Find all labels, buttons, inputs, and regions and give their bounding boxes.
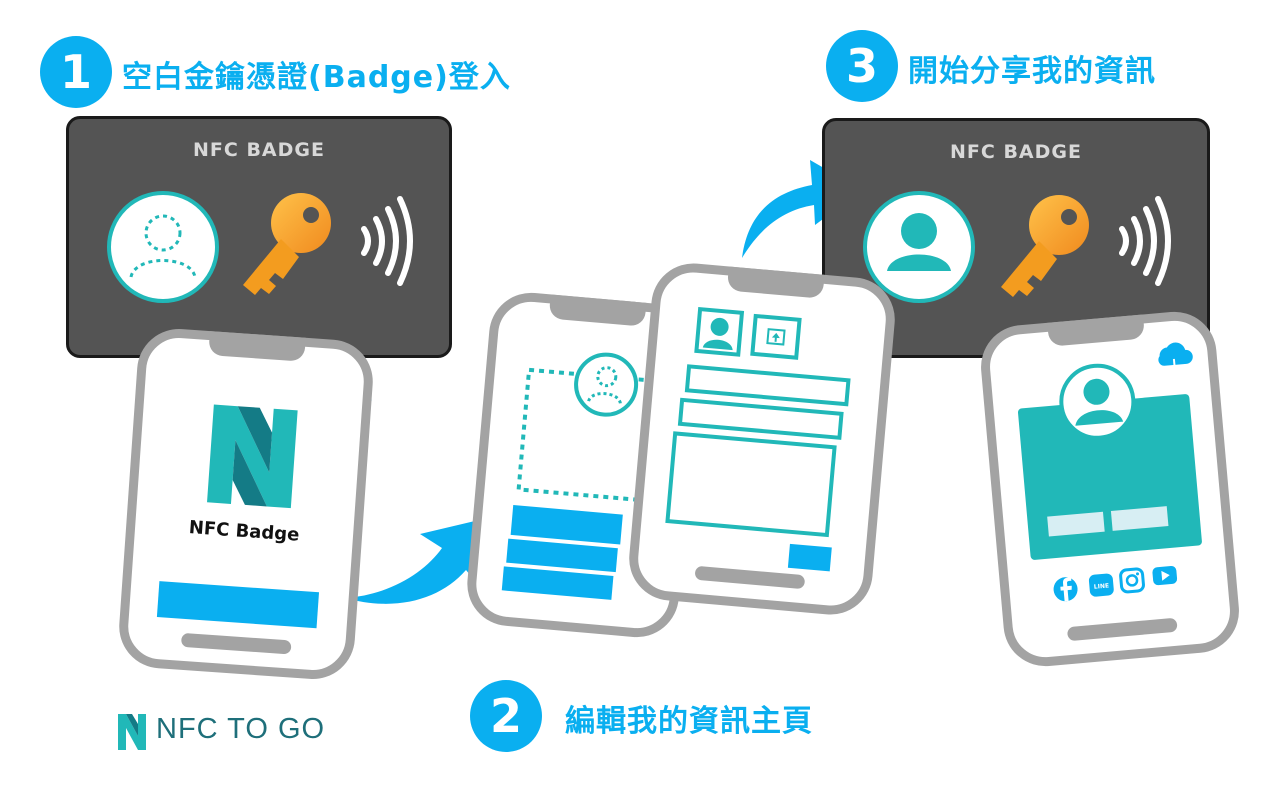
nfc-wave-icon <box>1119 196 1171 286</box>
editor-placeholder <box>501 352 671 600</box>
phone-editor-front <box>625 260 899 618</box>
field-block-1 <box>510 504 623 545</box>
card-title: NFC BADGE <box>950 141 1082 163</box>
key-icon <box>1001 195 1089 297</box>
login-button[interactable] <box>156 581 320 629</box>
instagram-icon <box>1119 567 1145 594</box>
key-icon <box>243 193 331 295</box>
profile-button-right <box>1110 506 1169 531</box>
step-2-title: 編輯我的資訊主頁 <box>565 704 813 739</box>
step-1-title: 空白金鑰憑證(Badge)登入 <box>122 60 511 95</box>
phone-editor-back <box>463 289 705 641</box>
field-block-3 <box>501 566 614 600</box>
line-icon-label: LINE <box>1094 582 1110 590</box>
step-2-badge: 2 <box>470 680 542 752</box>
card-icons <box>863 191 1171 303</box>
profile-button-left <box>1047 511 1105 537</box>
facebook-icon <box>1053 577 1078 602</box>
profile-card: LINE <box>1017 342 1202 602</box>
blank-avatar-icon <box>574 352 639 417</box>
step-3-title: 開始分享我的資訊 <box>908 54 1156 89</box>
text-field-title <box>677 397 844 440</box>
step-3-badge: 3 <box>826 30 898 102</box>
nfc-wave-icon <box>361 196 413 286</box>
card-title: NFC BADGE <box>193 139 325 161</box>
field-block-2 <box>506 538 618 573</box>
card-icons <box>107 191 413 303</box>
text-field-name <box>684 364 851 407</box>
text-area-bio <box>665 431 837 538</box>
upload-icon <box>771 332 780 342</box>
nfc-badge-card-blank: NFC BADGE <box>66 116 452 358</box>
phone-login: NFC Badge <box>116 326 376 682</box>
arrow-phone-to-editor <box>345 516 496 604</box>
save-button <box>787 543 832 572</box>
phone-homebar <box>180 632 292 655</box>
youtube-icon <box>1152 565 1178 586</box>
editor-form <box>665 306 851 572</box>
brand-logo-icon <box>118 714 146 750</box>
phone-profile: LINE <box>977 308 1243 670</box>
cloud-download-icon <box>1158 342 1193 376</box>
blank-avatar-icon <box>107 191 219 303</box>
user-avatar-icon <box>863 191 975 303</box>
brand-name: NFC TO GO <box>156 713 326 745</box>
line-icon: LINE <box>1088 573 1114 597</box>
step-1-badge: 1 <box>40 36 112 108</box>
app-name: NFC Badge <box>188 517 301 546</box>
nfc-logo-icon <box>207 404 298 509</box>
